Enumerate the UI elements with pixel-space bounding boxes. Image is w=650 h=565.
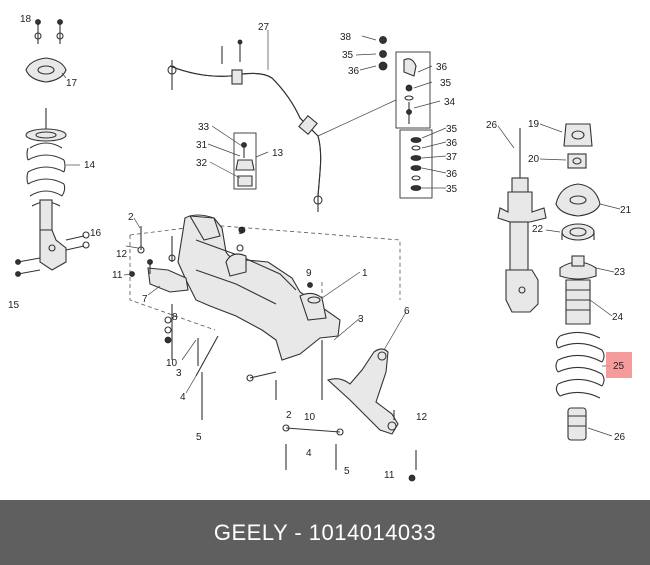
callout-3: 3: [358, 314, 364, 325]
callout-35b: 35: [440, 78, 452, 89]
coil-spring-25: [555, 331, 605, 399]
callout-8: 8: [172, 312, 178, 323]
leader-lines: [61, 30, 621, 437]
callout-26: 26: [614, 432, 626, 443]
callout-9: 9: [238, 226, 244, 237]
callout-30: 27: [258, 22, 270, 33]
callout-35: 35: [342, 50, 354, 61]
part-number-caption: GEELY - 1014014033: [213, 519, 437, 545]
bracket-box-13: [233, 132, 257, 190]
callout-11: 11: [112, 270, 123, 281]
stabilizer-bar: [167, 39, 323, 212]
callout-5: 5: [196, 432, 202, 443]
callout-4b: 4: [306, 448, 312, 459]
callout-12b: 12: [416, 412, 428, 423]
callout-3b: 3: [176, 368, 182, 379]
callout-20: 20: [528, 154, 540, 165]
part-number-caption-bar: GEELY - 1014014033: [0, 500, 650, 565]
callout-23: 23: [614, 267, 626, 278]
callout-17: 17: [66, 78, 78, 89]
callout-19: 19: [528, 119, 540, 130]
callout-18: 18: [20, 14, 32, 25]
callout-1: 1: [362, 268, 368, 279]
callout-27: 26: [486, 120, 498, 131]
callout-38: 38: [340, 32, 352, 43]
callout-2: 2: [128, 212, 134, 223]
strut-exploded-right: [497, 123, 605, 441]
callout-15: 15: [8, 300, 20, 311]
callout-9b: 9: [306, 268, 312, 279]
callout-5b: 5: [344, 466, 350, 477]
parts-diagram: 18 17 14 16 15 27 33 31 32 13 38 35 36 3…: [8, 14, 632, 482]
front-subframe: [129, 214, 401, 361]
callout-34: 34: [444, 97, 456, 108]
callout-35d: 35: [446, 184, 458, 195]
callout-14: 14: [84, 160, 96, 171]
callout-36b: 36: [436, 62, 448, 73]
lower-link: [282, 424, 417, 482]
callout-4: 4: [180, 392, 186, 403]
callout-22: 22: [532, 224, 544, 235]
callout-25: 25: [613, 361, 625, 372]
callout-16: 16: [90, 228, 102, 239]
callout-6: 6: [404, 306, 410, 317]
callout-11b: 11: [384, 470, 395, 481]
callout-21: 21: [620, 205, 632, 216]
callout-36d: 36: [446, 169, 458, 180]
highlight-marker: [606, 352, 632, 378]
callout-12: 12: [116, 249, 128, 260]
callout-35c: 35: [446, 124, 458, 135]
callout-10b: 10: [304, 412, 316, 423]
callout-36c: 36: [446, 138, 458, 149]
callout-32: 32: [196, 158, 208, 169]
callout-31: 31: [196, 140, 208, 151]
strut-assembly-left: [15, 19, 90, 277]
left-hardware: [129, 226, 323, 420]
callout-13: 13: [272, 148, 284, 159]
callout-33: 33: [198, 122, 210, 133]
callout-36: 36: [348, 66, 360, 77]
link-kit-top: [378, 36, 431, 129]
callout-labels: 18 17 14 16 15 27 33 31 32 13 38 35 36 3…: [8, 14, 632, 481]
callout-7: 7: [142, 294, 148, 305]
callout-10: 10: [166, 358, 178, 369]
callout-37: 37: [446, 152, 458, 163]
callout-2b: 2: [286, 410, 292, 421]
callout-24: 24: [612, 312, 624, 323]
lower-control-arm: [326, 348, 399, 435]
link-kit-bottom: [399, 129, 433, 199]
